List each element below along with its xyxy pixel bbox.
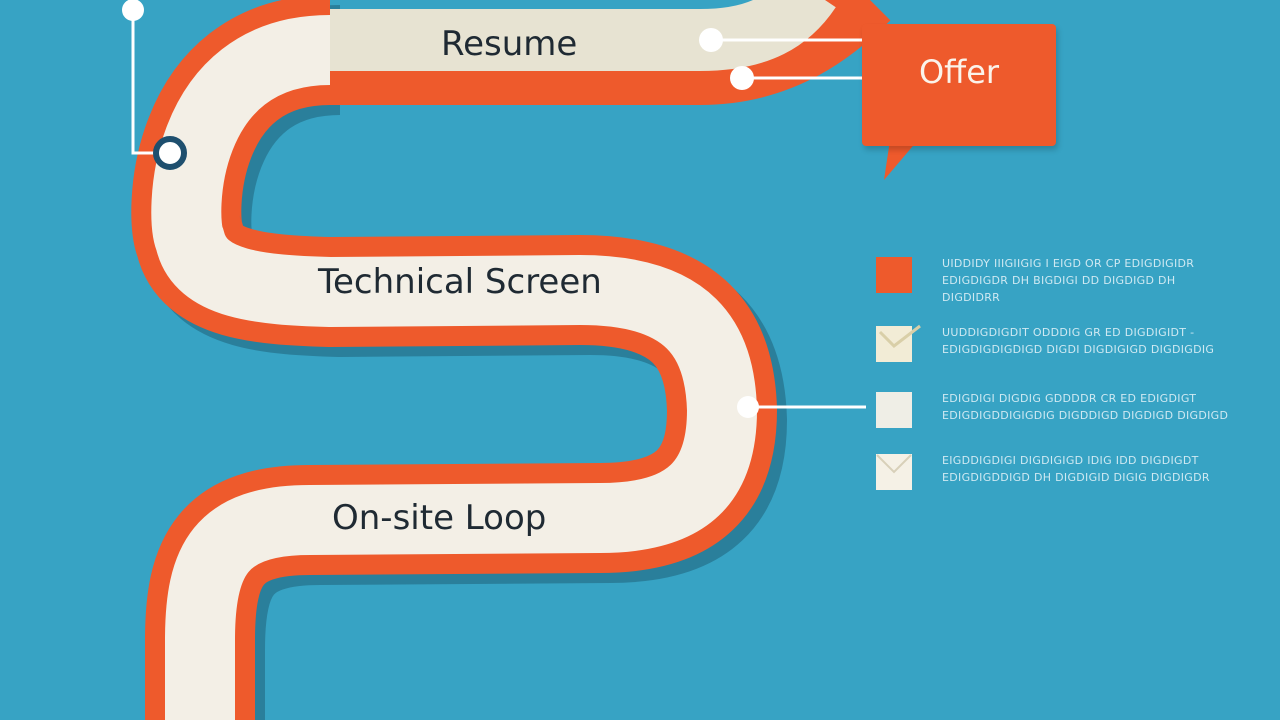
legend-line: EDIGDIGDDIGIGDIG DIGDDIGD DIGDIGD DIGDIG… (942, 409, 1229, 422)
node-top (122, 0, 144, 21)
offer-tail (884, 140, 918, 180)
legend-item: UIDDIDY IIIGIIGIG I EIGD OR CP EDIGDIGID… (876, 255, 1226, 304)
legend-text: UIDDIDY IIIGIIGIG I EIGD OR CP EDIGDIGID… (942, 255, 1232, 306)
node-offer-2 (730, 66, 754, 90)
road-shadow (141, 5, 787, 720)
legend-text: UUDDIGDIGDIT ODDDIG GR ED DIGDIGIDT - ED… (942, 324, 1232, 358)
node-ring (153, 136, 187, 170)
node-legend (737, 396, 759, 418)
legend-line: EDIGDIGI DIGDIG GDDDDR CR ED EDIGDIGT (942, 392, 1197, 405)
legend-item: UUDDIGDIGDIT ODDDIG GR ED DIGDIGIDT - ED… (876, 324, 1226, 364)
stage-label-offer: Offer (918, 53, 1000, 91)
legend-line: EIGDDIGDIGI DIGDIGIGD IDIG IDD DIGDIGDT (942, 454, 1199, 467)
legend-line: EDIGDIGDDIGD DH DIGDIGID DIGIG DIGDIGDR (942, 471, 1210, 484)
legend-text: EDIGDIGI DIGDIG GDDDDR CR ED EDIGDIGT ED… (942, 390, 1232, 424)
road-surface (151, 15, 757, 720)
legend-line: UIDDIDY IIIGIIGIG I EIGD OR CP EDIGDIGID… (942, 257, 1195, 270)
legend-line: UUDDIGDIGDIT ODDDIG GR ED DIGDIGIDT - (942, 326, 1195, 339)
legend-swatch-cream (876, 392, 912, 428)
stage-label-onsite-loop: On-site Loop (332, 498, 547, 538)
node-offer-1 (699, 28, 723, 52)
legend-swatch-orange (876, 257, 912, 293)
legend-swatch-envelope-icon (876, 454, 912, 490)
stage-label-technical-screen: Technical Screen (318, 262, 602, 302)
offer-callout: Offer (862, 24, 1056, 146)
legend-line: EDIGDIGDIGDIGD DIGDI DIGDIGIGD DIGDIGDIG (942, 343, 1215, 356)
legend-text: EIGDDIGDIGI DIGDIGIGD IDIG IDD DIGDIGDT … (942, 452, 1232, 486)
legend-item: EIGDDIGDIGI DIGDIGIGD IDIG IDD DIGDIGDT … (876, 452, 1226, 492)
stage-label-resume: Resume (441, 24, 578, 64)
legend-swatch-check-envelope-icon (876, 324, 921, 362)
legend-line: EDIGDIGDR DH BIGDIGI DD DIGDIGD DH DIGDI… (942, 274, 1176, 304)
legend-item: EDIGDIGI DIGDIG GDDDDR CR ED EDIGDIGT ED… (876, 390, 1228, 430)
